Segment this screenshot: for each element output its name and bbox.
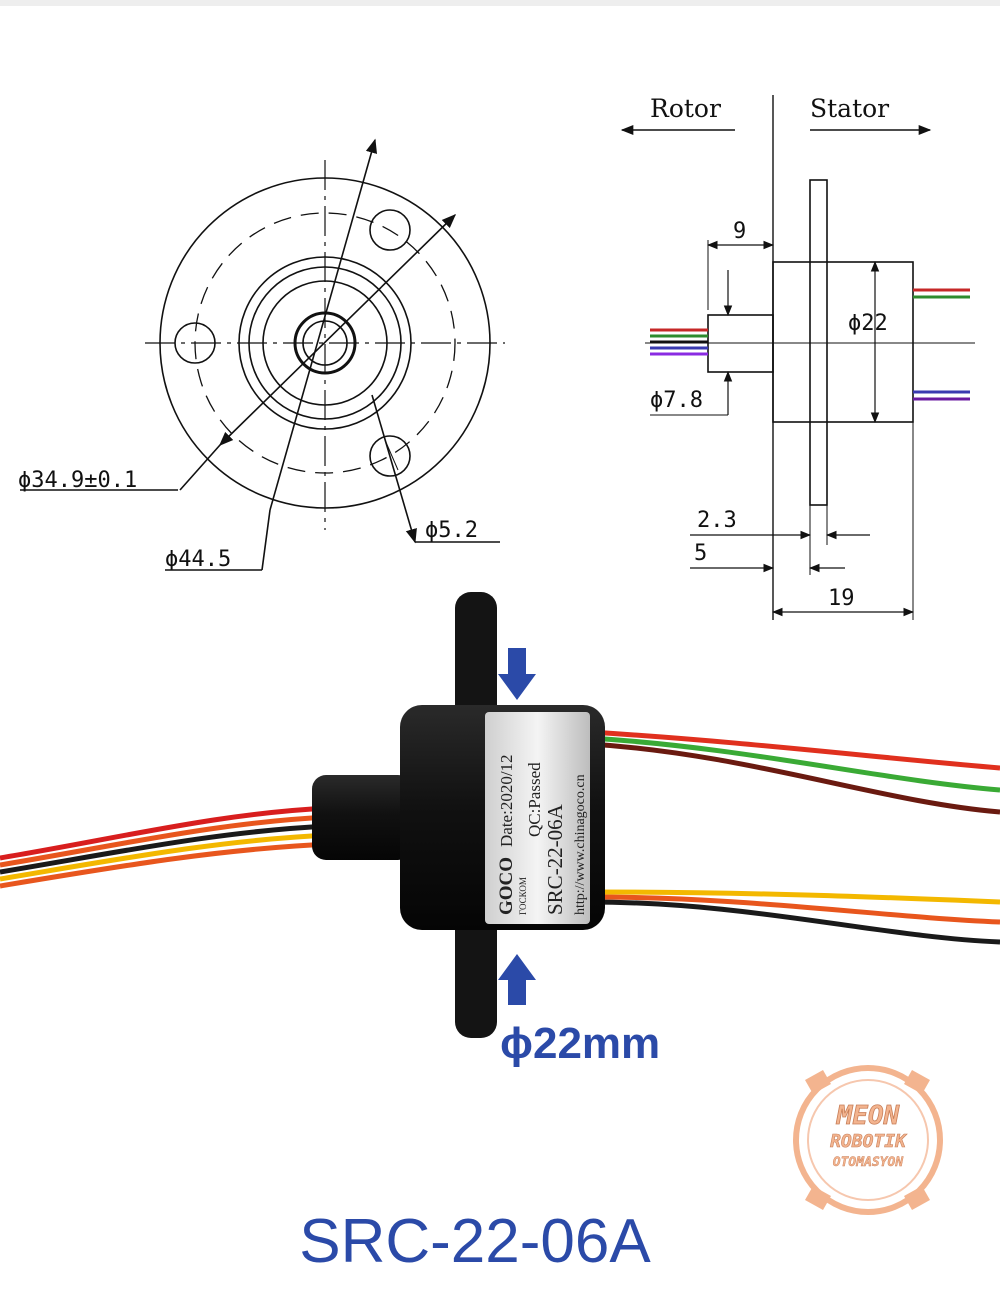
rotor-label: Rotor: [650, 94, 721, 123]
dim-flange-offset: 5: [694, 541, 707, 566]
right-wire-bundle: [589, 729, 1000, 945]
dim-flange-diameter: ϕ44.5: [165, 547, 231, 572]
label-brand: GOCO: [496, 857, 517, 915]
top-strip: [0, 0, 1000, 6]
wire-left: [0, 832, 331, 882]
watermark-line1: MEON: [836, 1101, 900, 1131]
diameter-arrows: [498, 648, 536, 1005]
label-brand-sub: ГОСКОМ: [518, 877, 528, 915]
dim-body-length: 19: [828, 586, 855, 611]
product-label-text: GOCO Date:2020/12 ГОСКОМ QC:Passed SRC-2…: [496, 754, 588, 915]
wire-right-bottom: [589, 899, 1000, 945]
arrow-up-icon: [498, 954, 536, 1005]
label-date: Date:2020/12: [497, 754, 516, 847]
product-photo: [0, 592, 1000, 1038]
rotor-cylinder: [312, 775, 412, 860]
front-view-drawing: [20, 138, 505, 571]
watermark-line3: OTOMASYON: [833, 1155, 904, 1170]
watermark-logo: MEON ROBOTIK OTOMASYON: [793, 1065, 943, 1215]
arrow-down-icon: [498, 648, 536, 700]
wire-left: [0, 805, 331, 861]
product-label: [485, 712, 590, 924]
wire-right-top: [589, 735, 1000, 793]
wire-right-bottom: [589, 894, 1000, 925]
dim-flange-thickness: 2.3: [697, 508, 737, 533]
wire-right-top: [589, 741, 1000, 815]
dim-mounting-circle: ϕ34.9±0.1: [18, 468, 137, 493]
wire-left: [0, 814, 331, 868]
label-model: SRC-22-06A: [543, 803, 567, 915]
stator-label: Stator: [810, 94, 889, 123]
diameter-callout: ϕ22mm: [500, 1019, 660, 1068]
dim-hole-diameter: ϕ5.2: [425, 518, 478, 543]
flange-outline: [159, 177, 491, 509]
dim-body-diameter: ϕ22: [848, 311, 888, 336]
wire-left: [0, 841, 331, 889]
watermark-line2: ROBOTIK: [830, 1131, 908, 1152]
dim-rotor-length: 9: [733, 219, 746, 244]
dim-rotor-diameter: ϕ7.8: [650, 388, 703, 413]
label-url: http://www.chinagoco.cn: [573, 774, 588, 915]
model-title: SRC-22-06A: [299, 1207, 651, 1276]
side-view-drawing: [620, 95, 975, 620]
left-wire-bundle: [0, 805, 331, 889]
stator-body: [772, 261, 914, 423]
robot-arm-icon: [805, 1070, 930, 1210]
label-qc: QC:Passed: [525, 762, 544, 837]
wire-left: [0, 823, 331, 875]
side-view-wires: [650, 288, 970, 401]
wire-right-bottom: [589, 889, 1000, 905]
wire-right-top: [589, 729, 1000, 771]
mount-hole-left: [174, 322, 216, 364]
